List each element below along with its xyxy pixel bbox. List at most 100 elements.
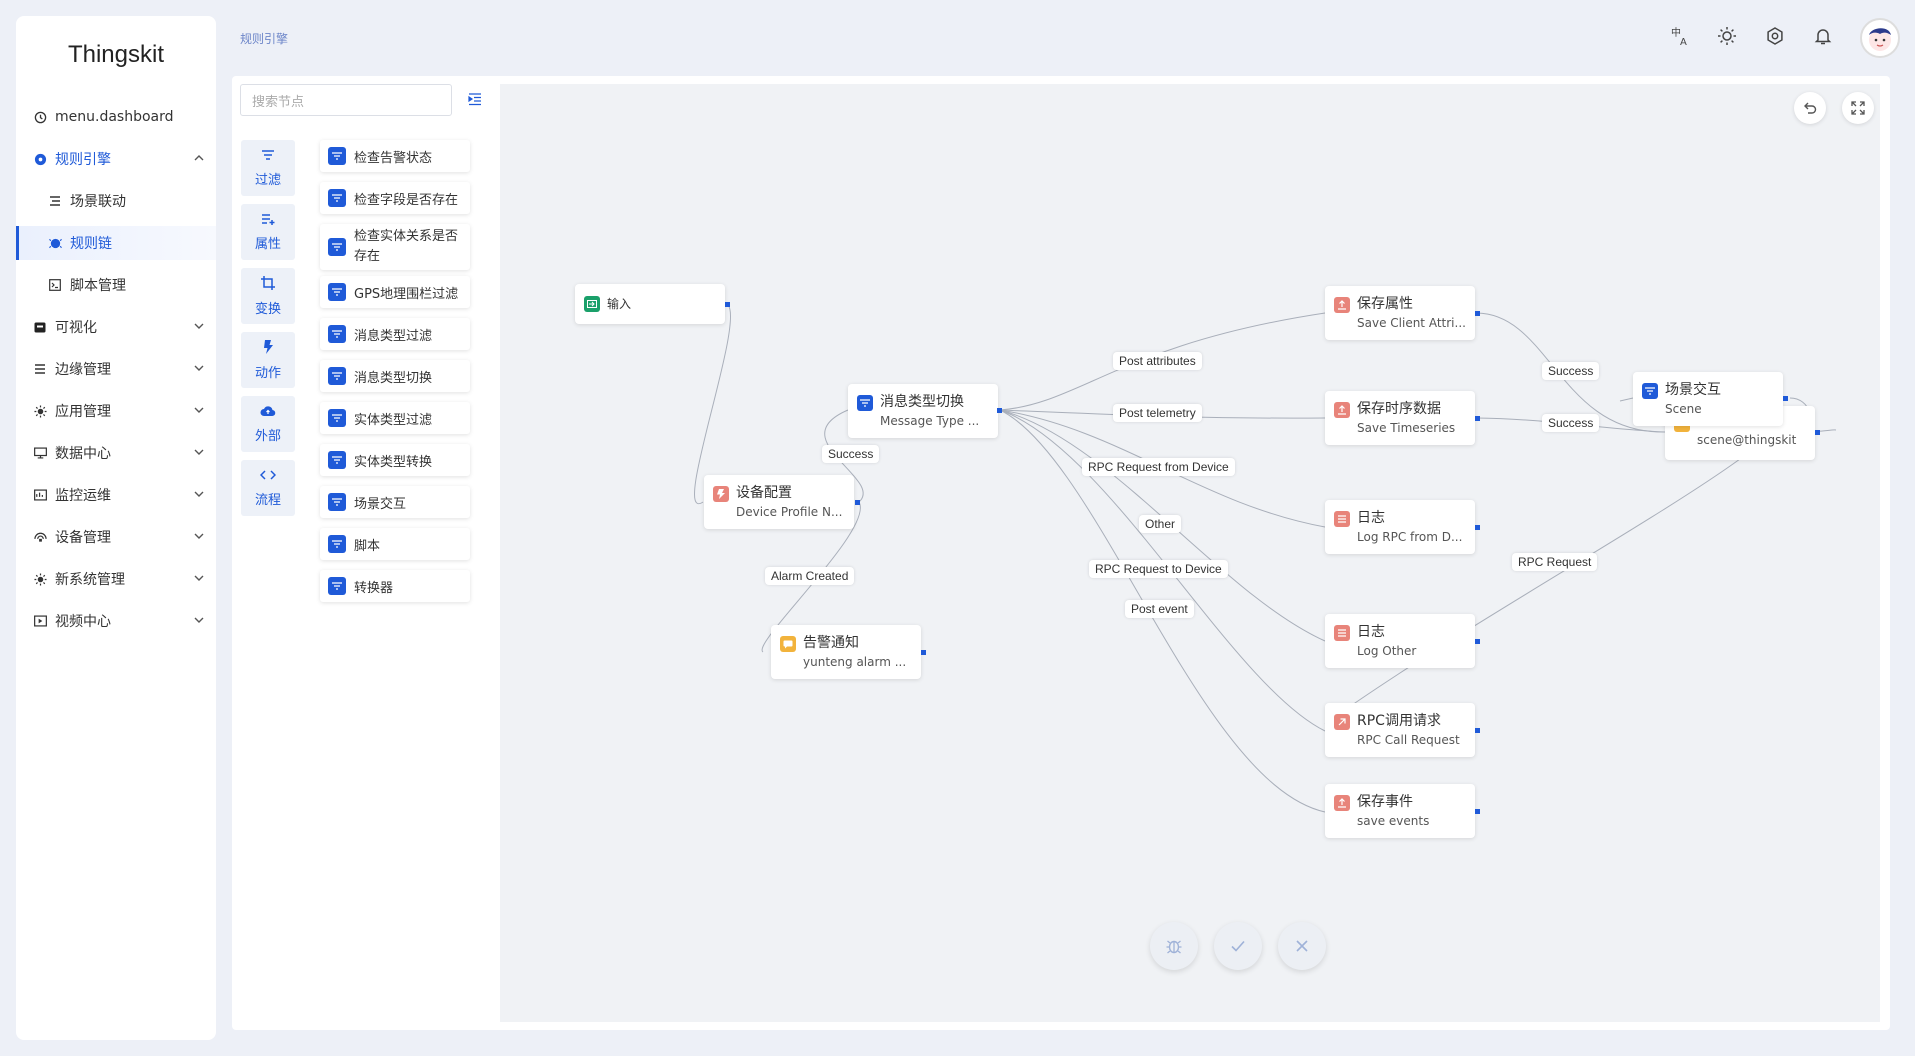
palette-node-check-field-exists[interactable]: 检查字段是否存在 — [320, 182, 470, 214]
menu-rule-engine[interactable]: 规则引擎 — [16, 142, 216, 176]
edge-label-post-attributes[interactable]: Post attributes — [1113, 352, 1202, 370]
list-icon — [48, 194, 62, 208]
edge-label-rpc-to-device[interactable]: RPC Request to Device — [1089, 560, 1228, 578]
gear-icon[interactable] — [1763, 24, 1787, 48]
category-attribute[interactable]: 属性 — [241, 204, 295, 260]
edge-label-rpc-request[interactable]: RPC Request — [1512, 553, 1598, 571]
output-port[interactable] — [1475, 311, 1480, 316]
node-alarm-notification[interactable]: 告警通知 yunteng alarm ... — [771, 625, 921, 679]
filter-icon — [261, 149, 275, 165]
log-icon — [1334, 625, 1350, 641]
cancel-button[interactable] — [1278, 922, 1326, 970]
output-port[interactable] — [997, 408, 1002, 413]
node-rpc-call-request[interactable]: RPC调用请求 RPC Call Request — [1325, 703, 1475, 757]
undo-button[interactable] — [1794, 92, 1826, 124]
flow-canvas[interactable]: 输入 设备配置 Device Profile N... 消息类型切换 Messa… — [500, 84, 1880, 1022]
menu-monitoring-ops[interactable]: 监控运维 — [16, 478, 216, 512]
palette-node-entity-type-switch[interactable]: 实体类型转换 — [320, 444, 470, 476]
debug-button[interactable] — [1150, 922, 1198, 970]
category-external[interactable]: 外部 — [241, 396, 295, 452]
menu-rule-chain[interactable]: 规则链 — [16, 226, 216, 260]
sun-icon[interactable] — [1715, 24, 1739, 48]
category-transform[interactable]: 变换 — [241, 268, 295, 324]
output-port[interactable] — [1815, 430, 1820, 435]
menu-script-management[interactable]: 脚本管理 — [16, 268, 216, 302]
search-input[interactable]: 搜索节点 — [240, 84, 452, 116]
edge-label-post-telemetry[interactable]: Post telemetry — [1113, 404, 1202, 422]
node-input[interactable]: 输入 — [575, 284, 725, 324]
edge-label-post-event[interactable]: Post event — [1125, 600, 1194, 618]
edge-label-rpc-from-device[interactable]: RPC Request from Device — [1082, 458, 1235, 476]
palette-node-script[interactable]: 脚本 — [320, 528, 470, 560]
palette-node-check-relation-exists[interactable]: 检查实体关系是否存在 — [320, 224, 470, 270]
filter-node-icon — [328, 493, 346, 511]
output-port[interactable] — [1475, 525, 1480, 530]
node-log-rpc[interactable]: 日志 Log RPC from D... — [1325, 500, 1475, 554]
menu-edge-management[interactable]: 边缘管理 — [16, 352, 216, 386]
edge-label-success[interactable]: Success — [1542, 362, 1600, 380]
node-message-type-switch[interactable]: 消息类型切换 Message Type ... — [848, 384, 998, 438]
upload-icon — [1334, 402, 1350, 418]
palette-node-gps-geofence-filter[interactable]: GPS地理围栏过滤 — [320, 276, 470, 308]
palette-node-label: 检查告警状态 — [354, 150, 433, 166]
palette-node-label: 消息类型过滤 — [354, 328, 433, 344]
menu-device-management[interactable]: 设备管理 — [16, 520, 216, 554]
apply-button[interactable] — [1214, 922, 1262, 970]
node-title: 日志 — [1357, 624, 1385, 640]
chevron-down-icon — [194, 447, 204, 460]
edge-label-alarm-created[interactable]: Alarm Created — [765, 567, 855, 585]
category-label: 属性 — [254, 236, 281, 252]
menu-video-center[interactable]: 视频中心 — [16, 604, 216, 638]
node-save-attributes[interactable]: 保存属性 Save Client Attri... — [1325, 286, 1475, 340]
edge-label-success[interactable]: Success — [1542, 414, 1600, 432]
palette-node-label: 检查字段是否存在 — [354, 192, 459, 208]
node-log-other[interactable]: 日志 Log Other — [1325, 614, 1475, 668]
output-port[interactable] — [725, 302, 730, 307]
palette-node-check-alarm-status[interactable]: 检查告警状态 — [320, 140, 470, 172]
node-subtitle: save events — [1357, 814, 1430, 828]
bell-icon[interactable] — [1811, 24, 1835, 48]
category-action[interactable]: 动作 — [241, 332, 295, 388]
menu-visualization[interactable]: 可视化 — [16, 310, 216, 344]
fullscreen-button[interactable] — [1842, 92, 1874, 124]
category-label: 动作 — [254, 365, 281, 381]
ops-icon — [33, 488, 47, 502]
menu-label: 规则引擎 — [55, 152, 111, 168]
avatar[interactable] — [1860, 18, 1900, 58]
edge-label-success[interactable]: Success — [822, 445, 880, 463]
filter-node-icon — [857, 395, 873, 411]
palette-node-label: 检查实体关系是否存在 — [354, 229, 459, 264]
palette-node-converter[interactable]: 转换器 — [320, 570, 470, 602]
node-device-profile[interactable]: 设备配置 Device Profile N... — [704, 475, 854, 529]
category-filter[interactable]: 过滤 — [241, 140, 295, 196]
palette-node-message-type-switch[interactable]: 消息类型切换 — [320, 360, 470, 392]
palette-node-message-type-filter[interactable]: 消息类型过滤 — [320, 318, 470, 350]
output-port[interactable] — [1475, 809, 1480, 814]
edge-label-other[interactable]: Other — [1139, 515, 1182, 533]
node-subtitle: yunteng alarm ... — [803, 655, 907, 669]
menu-dashboard[interactable]: menu.dashboard — [16, 100, 216, 134]
menu-label: 应用管理 — [55, 404, 111, 420]
breadcrumb[interactable]: 规则引擎 — [240, 32, 289, 46]
menu-new-system-management[interactable]: 新系统管理 — [16, 562, 216, 596]
output-port[interactable] — [1783, 396, 1788, 401]
menu-scene-linkage[interactable]: 场景联动 — [16, 184, 216, 218]
app-logo: Thingskit — [67, 41, 165, 68]
sidebar: Thingskit menu.dashboard 规则引擎 场景联动 规则链 脚… — [16, 16, 216, 1040]
output-port[interactable] — [855, 500, 860, 505]
palette-node-scene-interaction[interactable]: 场景交互 — [320, 486, 470, 518]
output-port[interactable] — [1475, 416, 1480, 421]
category-flow[interactable]: 流程 — [241, 460, 295, 516]
node-save-events[interactable]: 保存事件 save events — [1325, 784, 1475, 838]
collapse-list-icon[interactable] — [468, 92, 484, 108]
menu-app-management[interactable]: 应用管理 — [16, 394, 216, 428]
menu-data-center[interactable]: 数据中心 — [16, 436, 216, 470]
node-save-timeseries[interactable]: 保存时序数据 Save Timeseries — [1325, 391, 1475, 445]
node-scene[interactable]: 场景交互 Scene — [1633, 372, 1783, 426]
palette-node-entity-type-filter[interactable]: 实体类型过滤 — [320, 402, 470, 434]
output-port[interactable] — [1475, 639, 1480, 644]
edge-icon — [33, 362, 47, 376]
output-port[interactable] — [921, 650, 926, 655]
output-port[interactable] — [1475, 728, 1480, 733]
